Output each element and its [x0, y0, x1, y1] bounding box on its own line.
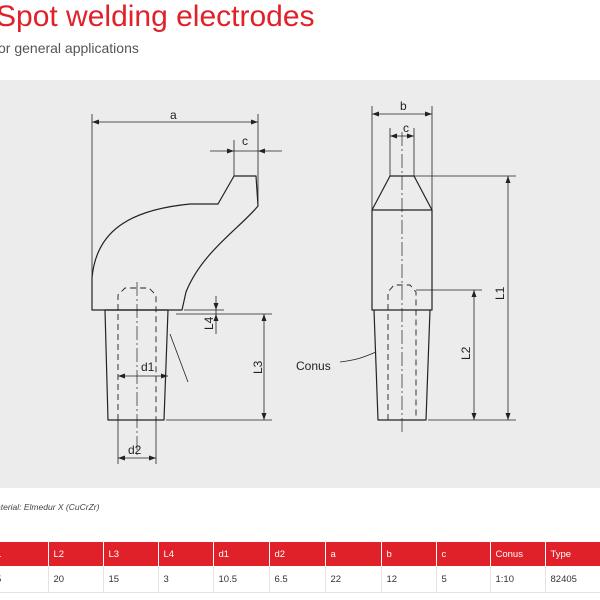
- dim-label-d1: d1: [141, 360, 155, 374]
- dim-label-L2: L2: [459, 346, 473, 360]
- table-cell: 3: [158, 566, 214, 593]
- technical-drawing-panel: a c d1 d2 L3 L4 b c L1 L2 Conus: [0, 80, 600, 488]
- table-header-cell: b: [381, 542, 437, 566]
- left-electrode-shank: [104, 309, 169, 421]
- table-header-cell: c: [436, 542, 491, 566]
- table-header-cell: L4: [158, 542, 214, 566]
- table-cell: 5: [0, 566, 49, 593]
- dim-label-c-left: c: [242, 134, 248, 148]
- spec-table: 1 L2 L3 L4 d1 d2 a b c Conus Type 5 20 1…: [0, 542, 600, 593]
- table-cell: 5: [436, 566, 491, 593]
- page-subtitle: or general applications: [0, 40, 139, 56]
- dim-label-d2: d2: [128, 443, 142, 457]
- electrode-drawing: a c d1 d2 L3 L4 b c L1 L2 Conus: [91, 99, 516, 464]
- table-header-cell: a: [325, 542, 382, 566]
- material-note: aterial: Elmedur X (CuCrZr): [0, 502, 100, 512]
- table-cell: 10.5: [213, 566, 270, 593]
- table-cell: 15: [103, 566, 159, 593]
- dim-label-L4: L4: [202, 316, 216, 330]
- table-header-cell: L3: [103, 542, 159, 566]
- table-header-cell: Type: [545, 542, 600, 566]
- left-electrode-body: [91, 175, 259, 311]
- table-header-cell: L2: [48, 542, 104, 566]
- table-cell: 6.5: [269, 566, 326, 593]
- table-header-cell: 1: [0, 542, 49, 566]
- conus-label: Conus: [296, 359, 331, 373]
- table-cell: 82405: [545, 566, 600, 593]
- table-cell: 20: [48, 566, 104, 593]
- table-cell: 12: [381, 566, 437, 593]
- table-header-cell: Conus: [490, 542, 546, 566]
- page-title: Spot welding electrodes: [0, 0, 315, 33]
- table-header-row: 1 L2 L3 L4 d1 d2 a b c Conus Type: [0, 542, 600, 566]
- table-cell: 1:10: [490, 566, 546, 593]
- table-cell: 22: [325, 566, 382, 593]
- table-row: 5 20 15 3 10.5 6.5 22 12 5 1:10 82405: [0, 566, 600, 593]
- dim-label-c-right: c: [403, 121, 409, 135]
- table-header-cell: d1: [213, 542, 270, 566]
- dim-label-a: a: [170, 108, 177, 122]
- right-electrode-shank: [373, 309, 431, 421]
- dim-label-b: b: [400, 99, 407, 113]
- dim-label-L1: L1: [493, 286, 507, 300]
- table-header-cell: d2: [269, 542, 326, 566]
- dim-label-L3: L3: [251, 360, 265, 374]
